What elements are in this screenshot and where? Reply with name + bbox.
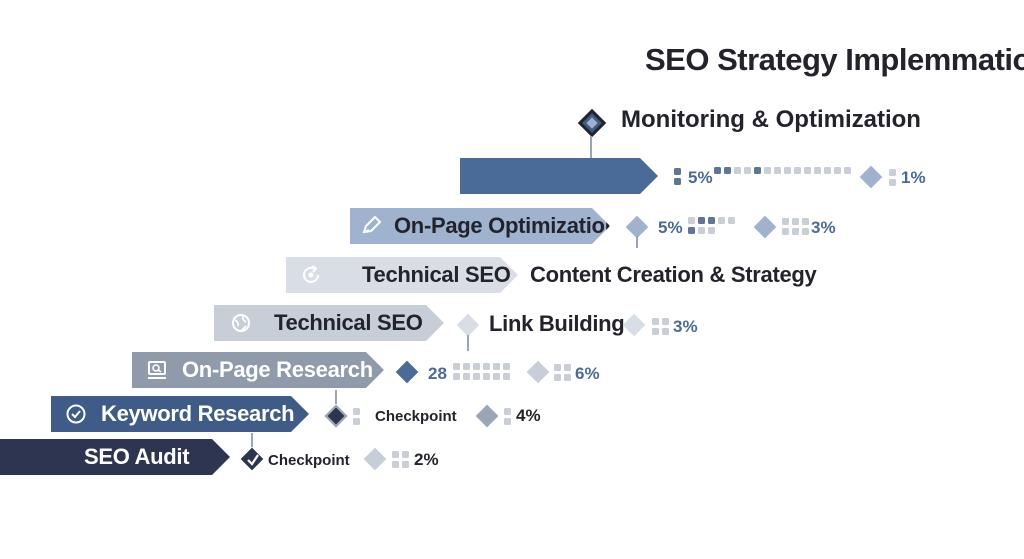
diamond-marker-icon [625,215,649,239]
phase-bar-label: Technical SEO [362,262,511,287]
phase-bar-keyword-research: Keyword Research [51,396,309,432]
progress-dots [674,168,681,185]
page-title: SEO Strategy Implemmation [645,42,1024,77]
progress-percent: 5% [688,168,713,187]
diamond-marker-icon [622,313,646,337]
progress-percent: 3% [811,218,836,237]
diamond-marker-icon [456,313,480,337]
checkpoint-label: Checkpoint [268,452,350,469]
diamond-marker-icon [363,447,387,471]
side-label: Link Building [489,311,625,336]
phase-bar-label: On-Page Research [182,357,373,382]
phase-bar-label: Technical SEO [274,310,423,335]
progress-dots [554,364,574,381]
phase-bar-seo-audit: SEO Audit [0,439,230,475]
check-circle-icon [63,401,89,427]
phase-bar-on-page-optimization: On-Page Optimization [350,208,610,244]
progress-dots [782,218,812,235]
diamond-marker-icon [526,360,550,384]
pencil-icon [360,213,382,239]
diamond-marker-icon [395,360,419,384]
marker-stem [335,390,337,404]
progress-dots [714,167,894,174]
progress-dots [889,169,896,186]
progress-percent: 3% [673,317,698,336]
phase-bar-monitoring [460,158,658,194]
globe-icon [228,310,254,336]
milestone-label: Monitoring & Optimization [621,106,921,133]
milestone-stem [590,136,592,158]
phase-bar-label: On-Page Optimization [394,213,618,238]
progress-dots [392,451,412,468]
progress-percent: 1% [901,168,926,187]
check-icon [247,454,259,466]
phase-bar-on-page-research: On-Page Research [132,352,384,388]
checkpoint-diamond-icon [324,404,348,428]
progress-value: 28 [428,364,447,383]
checkpoint-label: Checkpoint [375,408,457,425]
phase-bar-technical-seo-2: Technical SEO [214,305,444,341]
progress-dots [652,318,672,335]
progress-dots [453,363,517,380]
progress-dots [353,408,360,425]
marker-stem [251,433,253,447]
marker-stem [467,335,469,351]
progress-percent: 2% [414,450,439,469]
progress-dots [688,217,740,234]
progress-percent: 6% [575,364,600,383]
refresh-icon [298,262,324,288]
monitor-search-icon [144,357,170,383]
progress-dots [504,408,511,425]
side-label: Content Creation & Strategy [530,262,817,287]
diamond-marker-icon [475,404,499,428]
phase-bar-technical-seo: Technical SEO [286,257,518,293]
phase-bar-label: SEO Audit [84,444,190,469]
marker-stem [636,236,638,248]
phase-bar-label: Keyword Research [101,401,295,426]
progress-percent: 4% [516,406,541,425]
progress-percent: 5% [658,218,683,237]
diamond-marker-icon [753,215,777,239]
